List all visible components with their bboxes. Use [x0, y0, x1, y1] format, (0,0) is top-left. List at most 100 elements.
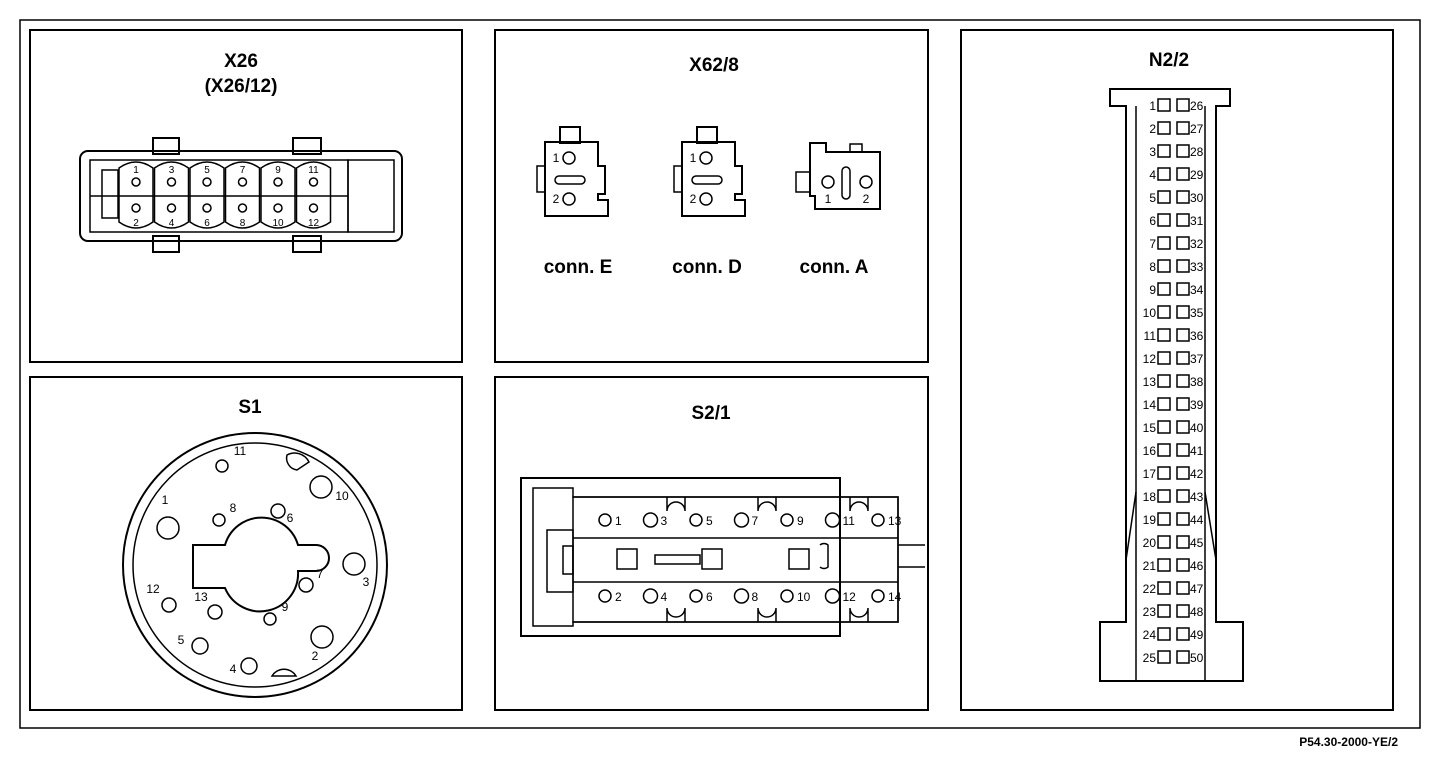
n22-pin-cavity — [1157, 558, 1171, 572]
s21-pin-notch — [849, 497, 869, 512]
s21-pin-hole — [824, 512, 841, 528]
s21-pin-hole — [733, 512, 750, 528]
s1-pin-hole — [161, 597, 177, 613]
n22-pin-label: 18 — [1143, 490, 1157, 504]
n22-pin-label: 37 — [1190, 352, 1204, 366]
n22-pin-cavity — [1157, 259, 1171, 273]
n22-pin-cavity — [1176, 581, 1190, 595]
s21-window — [788, 548, 810, 570]
n22-pin-cavity — [1176, 213, 1190, 227]
n22-pin-label: 10 — [1143, 306, 1157, 320]
n22-pin-label: 28 — [1190, 145, 1204, 159]
x26-cavity — [260, 196, 296, 229]
n22-pin-cavity — [1176, 351, 1190, 365]
x26-pin-hole — [308, 203, 319, 213]
n22-connector: 1234567891011121314151617181920212223242… — [1099, 88, 1244, 682]
n22-pin-cavity — [1157, 213, 1171, 227]
n22-pin-cavity — [1157, 650, 1171, 664]
n22-pin-label: 19 — [1143, 513, 1157, 527]
n22-pin-label: 5 — [1149, 191, 1156, 205]
n22-pin-label: 17 — [1143, 467, 1157, 481]
s21-pin-hole — [871, 589, 885, 603]
s21-pin-hole — [780, 513, 794, 527]
s1-pin-hole — [298, 577, 314, 593]
n22-pin-label: 13 — [1143, 375, 1157, 389]
n22-pin-label: 23 — [1143, 605, 1157, 619]
conn-d-lug — [673, 165, 683, 193]
n22-pin-cavity — [1157, 489, 1171, 503]
conn-e-pin-hole — [562, 192, 576, 206]
n22-pin-cavity — [1176, 420, 1190, 434]
conn-a-tab — [849, 143, 863, 153]
x26-pin-label: 11 — [308, 165, 319, 176]
n22-pin-cavity — [1157, 374, 1171, 388]
n22-pin-cavity — [1176, 443, 1190, 457]
x26-pin-hole — [131, 177, 141, 187]
conn-a-label: conn. A — [800, 257, 869, 278]
x26-pin-label: 10 — [272, 218, 284, 229]
s1-pin-hole — [156, 516, 180, 540]
n22-pin-cavity — [1157, 167, 1171, 181]
n22-pin-cavity — [1176, 535, 1190, 549]
n22-pin-label: 6 — [1149, 214, 1156, 228]
n22-pin-cavity — [1176, 374, 1190, 388]
n22-pin-label: 7 — [1149, 237, 1156, 251]
drawing-code: P54.30-2000-YE/2 — [1299, 735, 1398, 749]
s21-pin-hole — [598, 589, 612, 603]
s21-side-tab — [562, 545, 574, 575]
n22-pin-label: 31 — [1190, 214, 1204, 228]
n22-pin-label: 14 — [1143, 398, 1157, 412]
n22-pin-label: 25 — [1143, 651, 1157, 665]
x26-pin-label: 6 — [204, 218, 210, 229]
x26-pin-label: 12 — [308, 218, 320, 229]
n22-pin-cavity — [1176, 282, 1190, 296]
s1-center-cutout — [192, 516, 330, 613]
s21-pin-label: 7 — [752, 514, 759, 528]
n22-pin-cavity — [1157, 190, 1171, 204]
s1-pin-label: 3 — [363, 575, 370, 589]
x26-pin-label: 2 — [133, 218, 139, 229]
x26-cavity — [224, 161, 261, 196]
n22-pin-label: 8 — [1149, 260, 1156, 274]
s21-pin-hole — [871, 513, 885, 527]
s1-pin-hole — [310, 625, 334, 649]
x26-pin-hole — [237, 203, 248, 213]
conn-e-slot — [554, 175, 586, 185]
n22-pin-cavity — [1157, 351, 1171, 365]
s21-pin-label: 1 — [615, 514, 622, 528]
n22-pin-cavity — [1157, 98, 1171, 112]
s21-side-lug — [546, 529, 574, 593]
n22-pin-label: 26 — [1190, 99, 1204, 113]
n22-pin-label: 27 — [1190, 122, 1204, 136]
s1-pin-label: 5 — [178, 633, 185, 647]
n22-pin-label: 38 — [1190, 375, 1204, 389]
n22-pin-cavity — [1157, 282, 1171, 296]
s21-pin-hole — [780, 589, 794, 603]
n22-pin-cavity — [1176, 328, 1190, 342]
n22-pin-cavity — [1157, 144, 1171, 158]
x26-cavity — [189, 161, 225, 196]
s1-pin-hole — [191, 637, 209, 655]
s1-pin-label: 2 — [312, 649, 319, 663]
s21-title: S2/1 — [691, 403, 731, 424]
x26-cavity — [224, 196, 261, 229]
n22-pin-cavity — [1157, 512, 1171, 526]
x26-pin-hole — [308, 177, 319, 187]
x26-pin-hole — [166, 203, 177, 213]
n22-pin-label: 9 — [1149, 283, 1156, 297]
n22-pin-label: 35 — [1190, 306, 1204, 320]
x26-pin-label: 3 — [169, 165, 175, 176]
n22-pin-label: 40 — [1190, 421, 1204, 435]
n22-pin-cavity — [1157, 581, 1171, 595]
n22-pin-cavity — [1176, 512, 1190, 526]
n22-pin-cavity — [1176, 190, 1190, 204]
s1-notch — [270, 668, 298, 677]
s21-pin-notch — [666, 607, 686, 622]
x26-pin-label: 7 — [240, 165, 246, 176]
n22-pin-label: 12 — [1143, 352, 1157, 366]
panel-x62-border — [494, 29, 929, 363]
